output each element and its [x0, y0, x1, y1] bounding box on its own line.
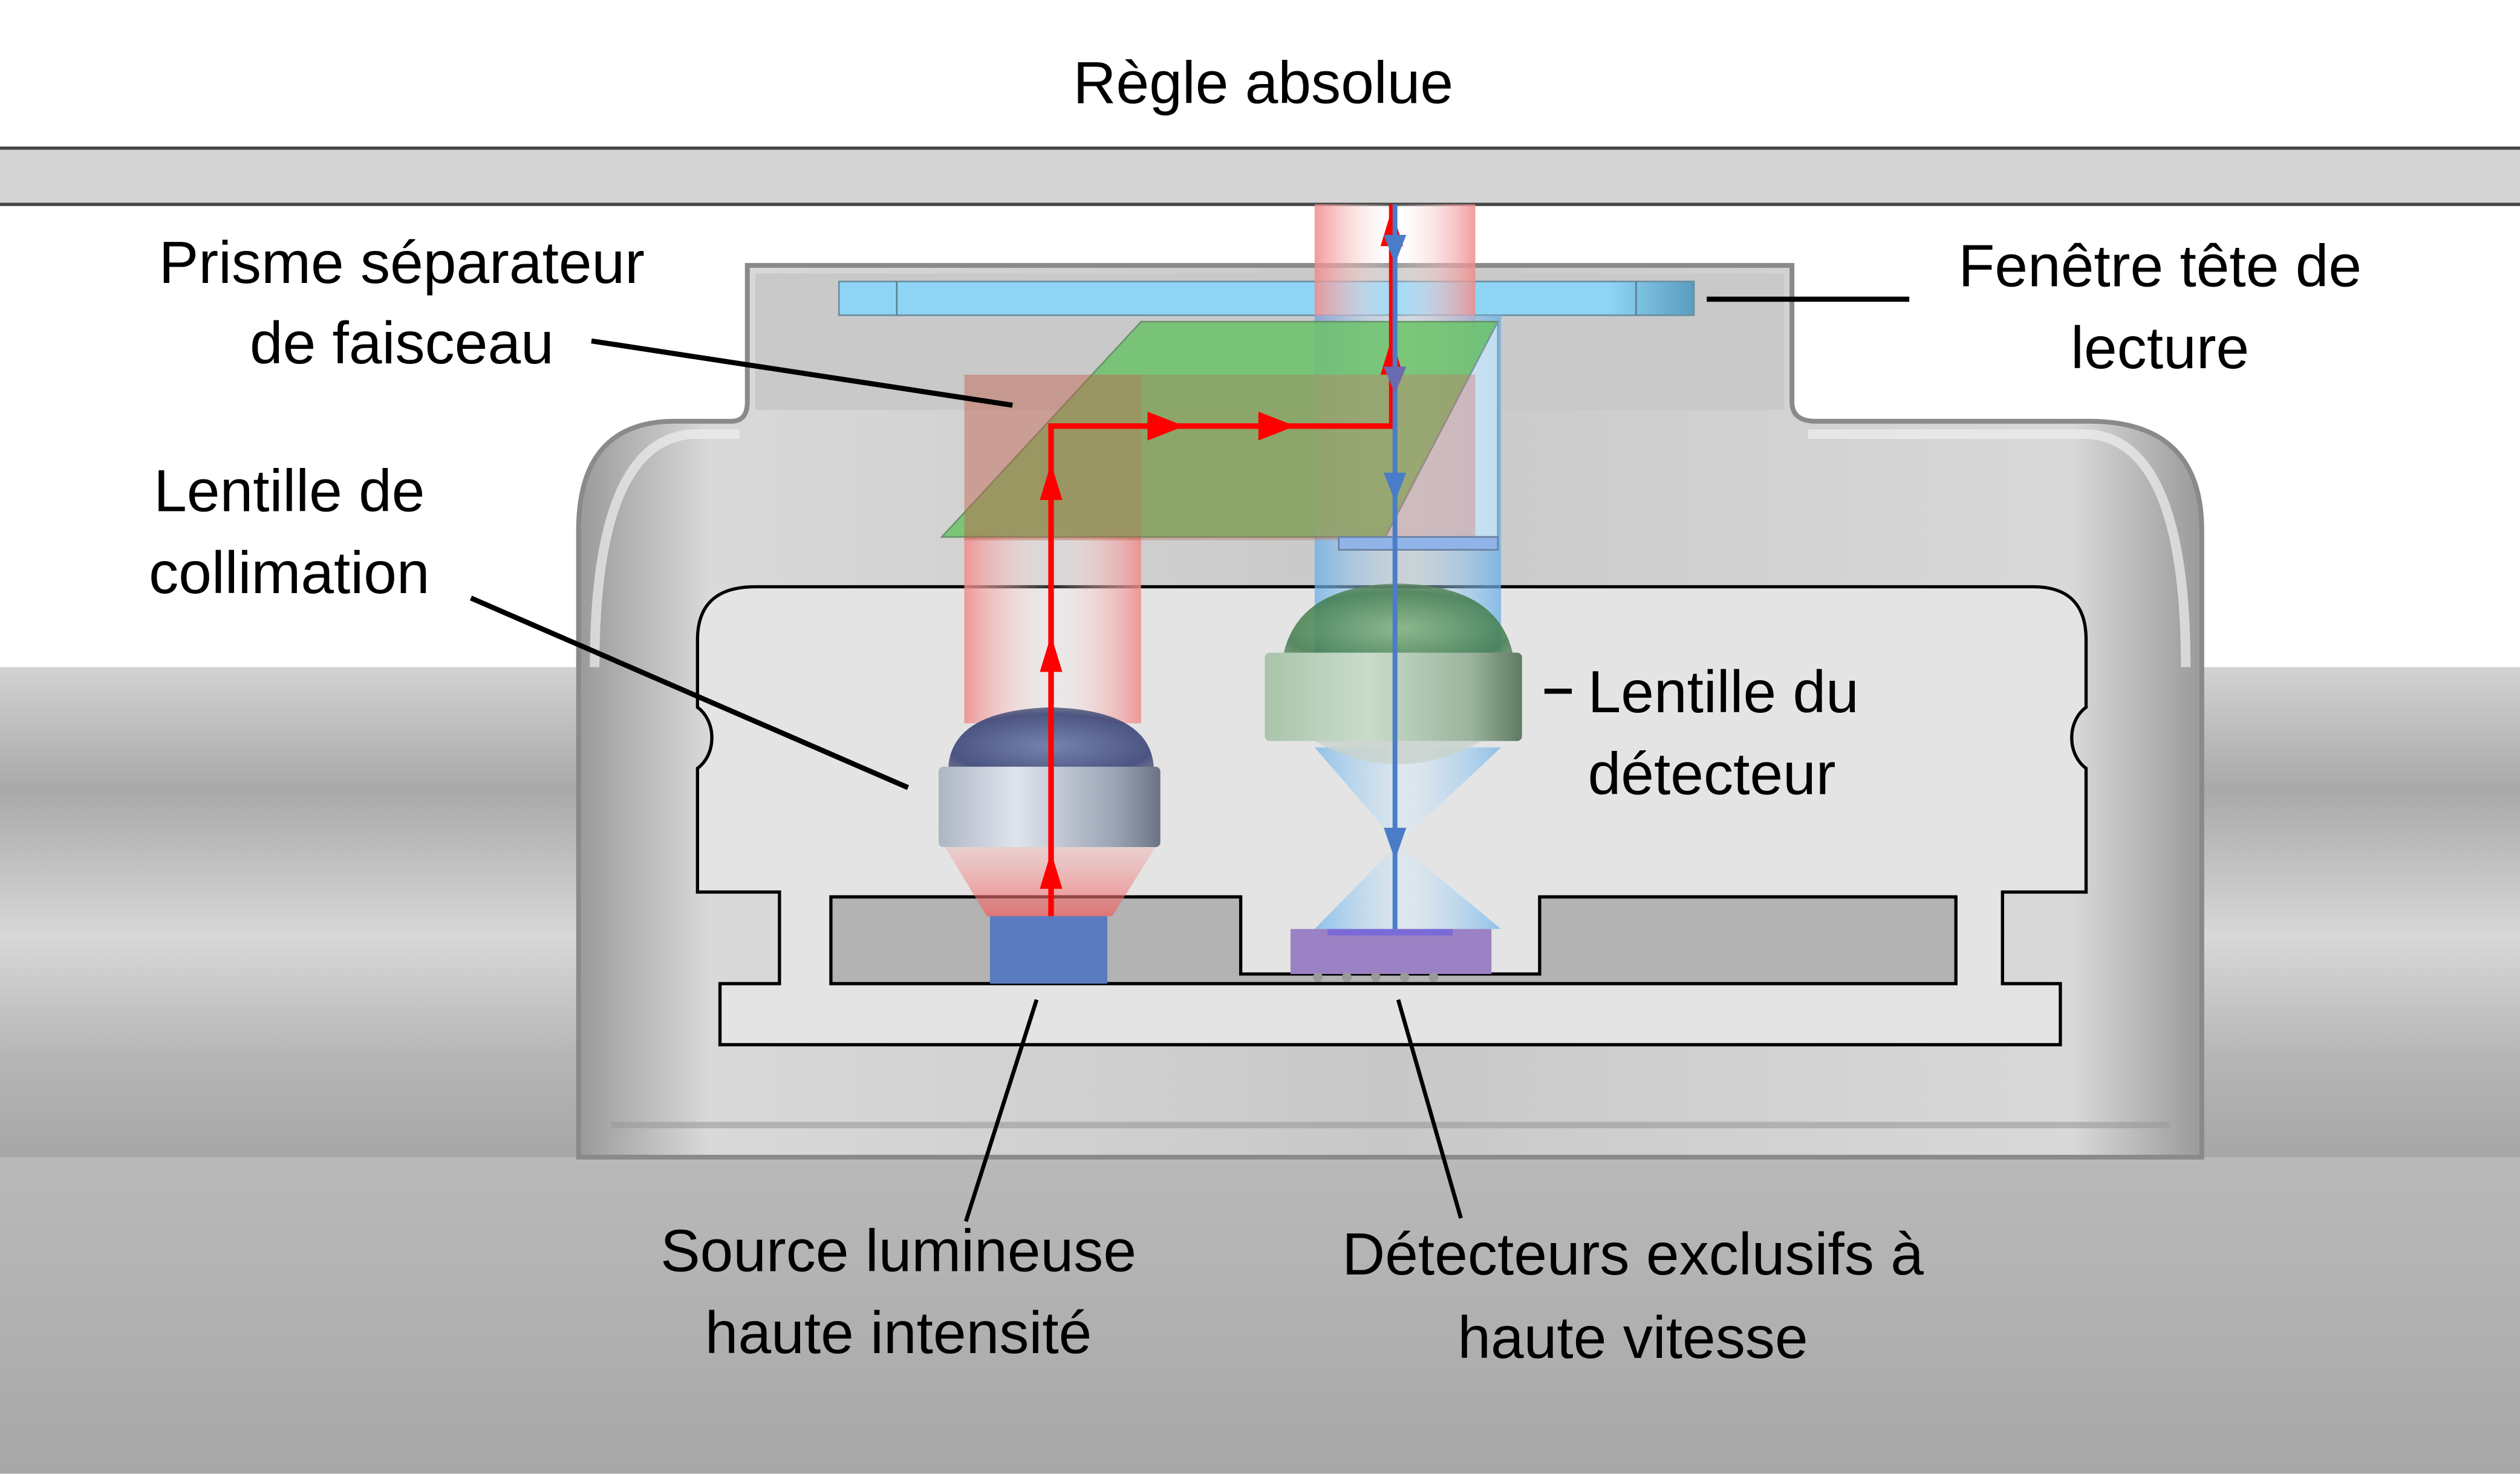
- label-collimating-lens: Lentille de collimation: [149, 458, 429, 606]
- ray-arrow-down-icon: [1384, 828, 1407, 860]
- leader-detectors: [1396, 999, 1463, 1219]
- ray-arrow-down-icon: [1384, 366, 1407, 394]
- detector-array: [1290, 929, 1492, 982]
- svg-text:Lentille de: Lentille de: [154, 458, 425, 524]
- svg-text:haute intensité: haute intensité: [705, 1299, 1092, 1366]
- leader-collimating-lens: [469, 596, 910, 790]
- ray-arrow-up-icon: [1040, 463, 1063, 501]
- ray-arrow-right-icon: [1147, 411, 1185, 441]
- label-detectors: Détecteurs exclusifs à haute vitesse: [1342, 1221, 1924, 1371]
- leader-light-source: [964, 999, 1039, 1222]
- ray-arrow-up-icon: [1040, 852, 1063, 889]
- returned-ray-path: [1384, 204, 1407, 929]
- absolute-scale: [0, 146, 2520, 206]
- label-detector-lens: Lentille du détecteur: [1588, 658, 1859, 807]
- svg-text:collimation: collimation: [149, 539, 429, 606]
- svg-text:lecture: lecture: [2071, 314, 2249, 381]
- label-readhead-window: Fenêtre tête de lecture: [1958, 233, 2362, 381]
- svg-text:détecteur: détecteur: [1588, 740, 1836, 807]
- svg-text:Fenêtre tête de: Fenêtre tête de: [1958, 233, 2362, 299]
- title: Règle absolue: [1073, 50, 1454, 116]
- svg-text:Prisme séparateur: Prisme séparateur: [159, 229, 645, 296]
- ray-arrow-down-icon: [1384, 472, 1407, 502]
- ray-arrow-right-icon: [1258, 411, 1295, 441]
- label-beam-splitter: Prisme séparateur de faisceau: [159, 229, 645, 376]
- readhead-window: [838, 281, 1695, 316]
- svg-text:de faisceau: de faisceau: [250, 310, 554, 376]
- svg-text:Source lumineuse: Source lumineuse: [660, 1218, 1136, 1284]
- label-light-source: Source lumineuse haute intensité: [660, 1218, 1136, 1366]
- leader-lines: [469, 296, 1910, 1222]
- emitted-ray-path: [1040, 204, 1404, 917]
- svg-text:haute vitesse: haute vitesse: [1457, 1304, 1808, 1371]
- svg-text:Détecteurs exclusifs à: Détecteurs exclusifs à: [1342, 1221, 1924, 1287]
- light-source: [990, 916, 1108, 984]
- svg-text:Lentille du: Lentille du: [1588, 658, 1859, 725]
- ray-arrow-down-icon: [1384, 235, 1407, 264]
- ray-arrow-up-icon: [1040, 635, 1063, 672]
- leader-beam-splitter: [591, 338, 1013, 408]
